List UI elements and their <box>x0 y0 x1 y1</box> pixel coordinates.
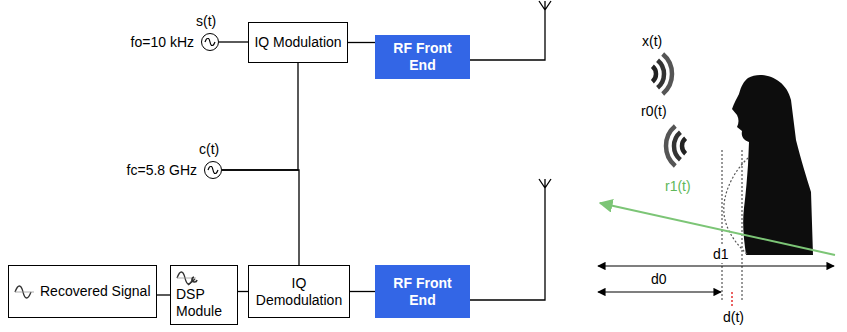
signal-wire <box>222 170 299 265</box>
box-label: IQ Demodulation <box>254 275 344 309</box>
box-label: Recovered Signal <box>40 283 151 300</box>
reference-line <box>722 150 723 300</box>
signal-wire <box>350 291 375 292</box>
antenna-symbol <box>539 1 551 10</box>
signal-wire <box>348 42 375 43</box>
oscillator: s(t)fo=10 kHz <box>201 33 219 51</box>
dimension-arrow <box>598 291 721 292</box>
frequency-label: fc=5.8 GHz <box>127 162 197 179</box>
dimension-label: d0 <box>650 271 668 288</box>
reflected-wave <box>674 132 680 160</box>
reference-line <box>742 150 743 300</box>
frequency-label: fo=10 kHz <box>131 34 194 51</box>
chest-outline <box>724 158 748 255</box>
signal-label: r1(t) <box>664 178 692 195</box>
sine-symbol <box>207 166 219 174</box>
transmitted-wave <box>658 60 664 88</box>
rf-front-end: RF Front End <box>375 35 470 79</box>
oscillator: c(t)fc=5.8 GHz <box>204 161 222 179</box>
box-label: IQ Modulation <box>254 34 341 51</box>
person-silhouette <box>732 75 813 255</box>
transmitted-wave <box>652 66 656 81</box>
signal-wire <box>219 41 248 42</box>
dimension-arrow <box>598 265 834 266</box>
box-label: RF Front End <box>381 40 464 74</box>
box-label: RF Front End <box>381 275 464 309</box>
dimension-label: d1 <box>712 246 730 263</box>
dimension-label: d(t) <box>722 309 745 326</box>
antenna-symbol <box>539 179 551 188</box>
reflected-wave <box>682 138 686 153</box>
transmitted-wave <box>663 54 672 94</box>
box-label: DSP Module <box>176 286 232 320</box>
antenna-wire <box>468 188 545 300</box>
signal-wire <box>157 294 170 295</box>
sine-symbol <box>204 38 216 46</box>
signal-label: r0(t) <box>640 103 668 120</box>
dsp-box: DSP Module <box>170 265 238 325</box>
modulator-box: IQ Modulation <box>248 22 348 63</box>
signal-name: s(t) <box>196 13 216 30</box>
dsp-icon <box>176 270 198 286</box>
signal-icon <box>14 284 36 300</box>
displacement-mark <box>731 292 732 306</box>
rf-front-end: RF Front End <box>375 265 470 318</box>
reflected-wave <box>666 126 675 166</box>
signal-wire <box>222 63 298 170</box>
antenna-wire <box>468 10 545 60</box>
signal-label: x(t) <box>641 33 663 50</box>
output-box: Recovered Signal <box>8 265 157 318</box>
demodulator-box: IQ Demodulation <box>248 265 350 318</box>
signal-wire <box>238 291 248 292</box>
signal-name: c(t) <box>199 141 219 158</box>
